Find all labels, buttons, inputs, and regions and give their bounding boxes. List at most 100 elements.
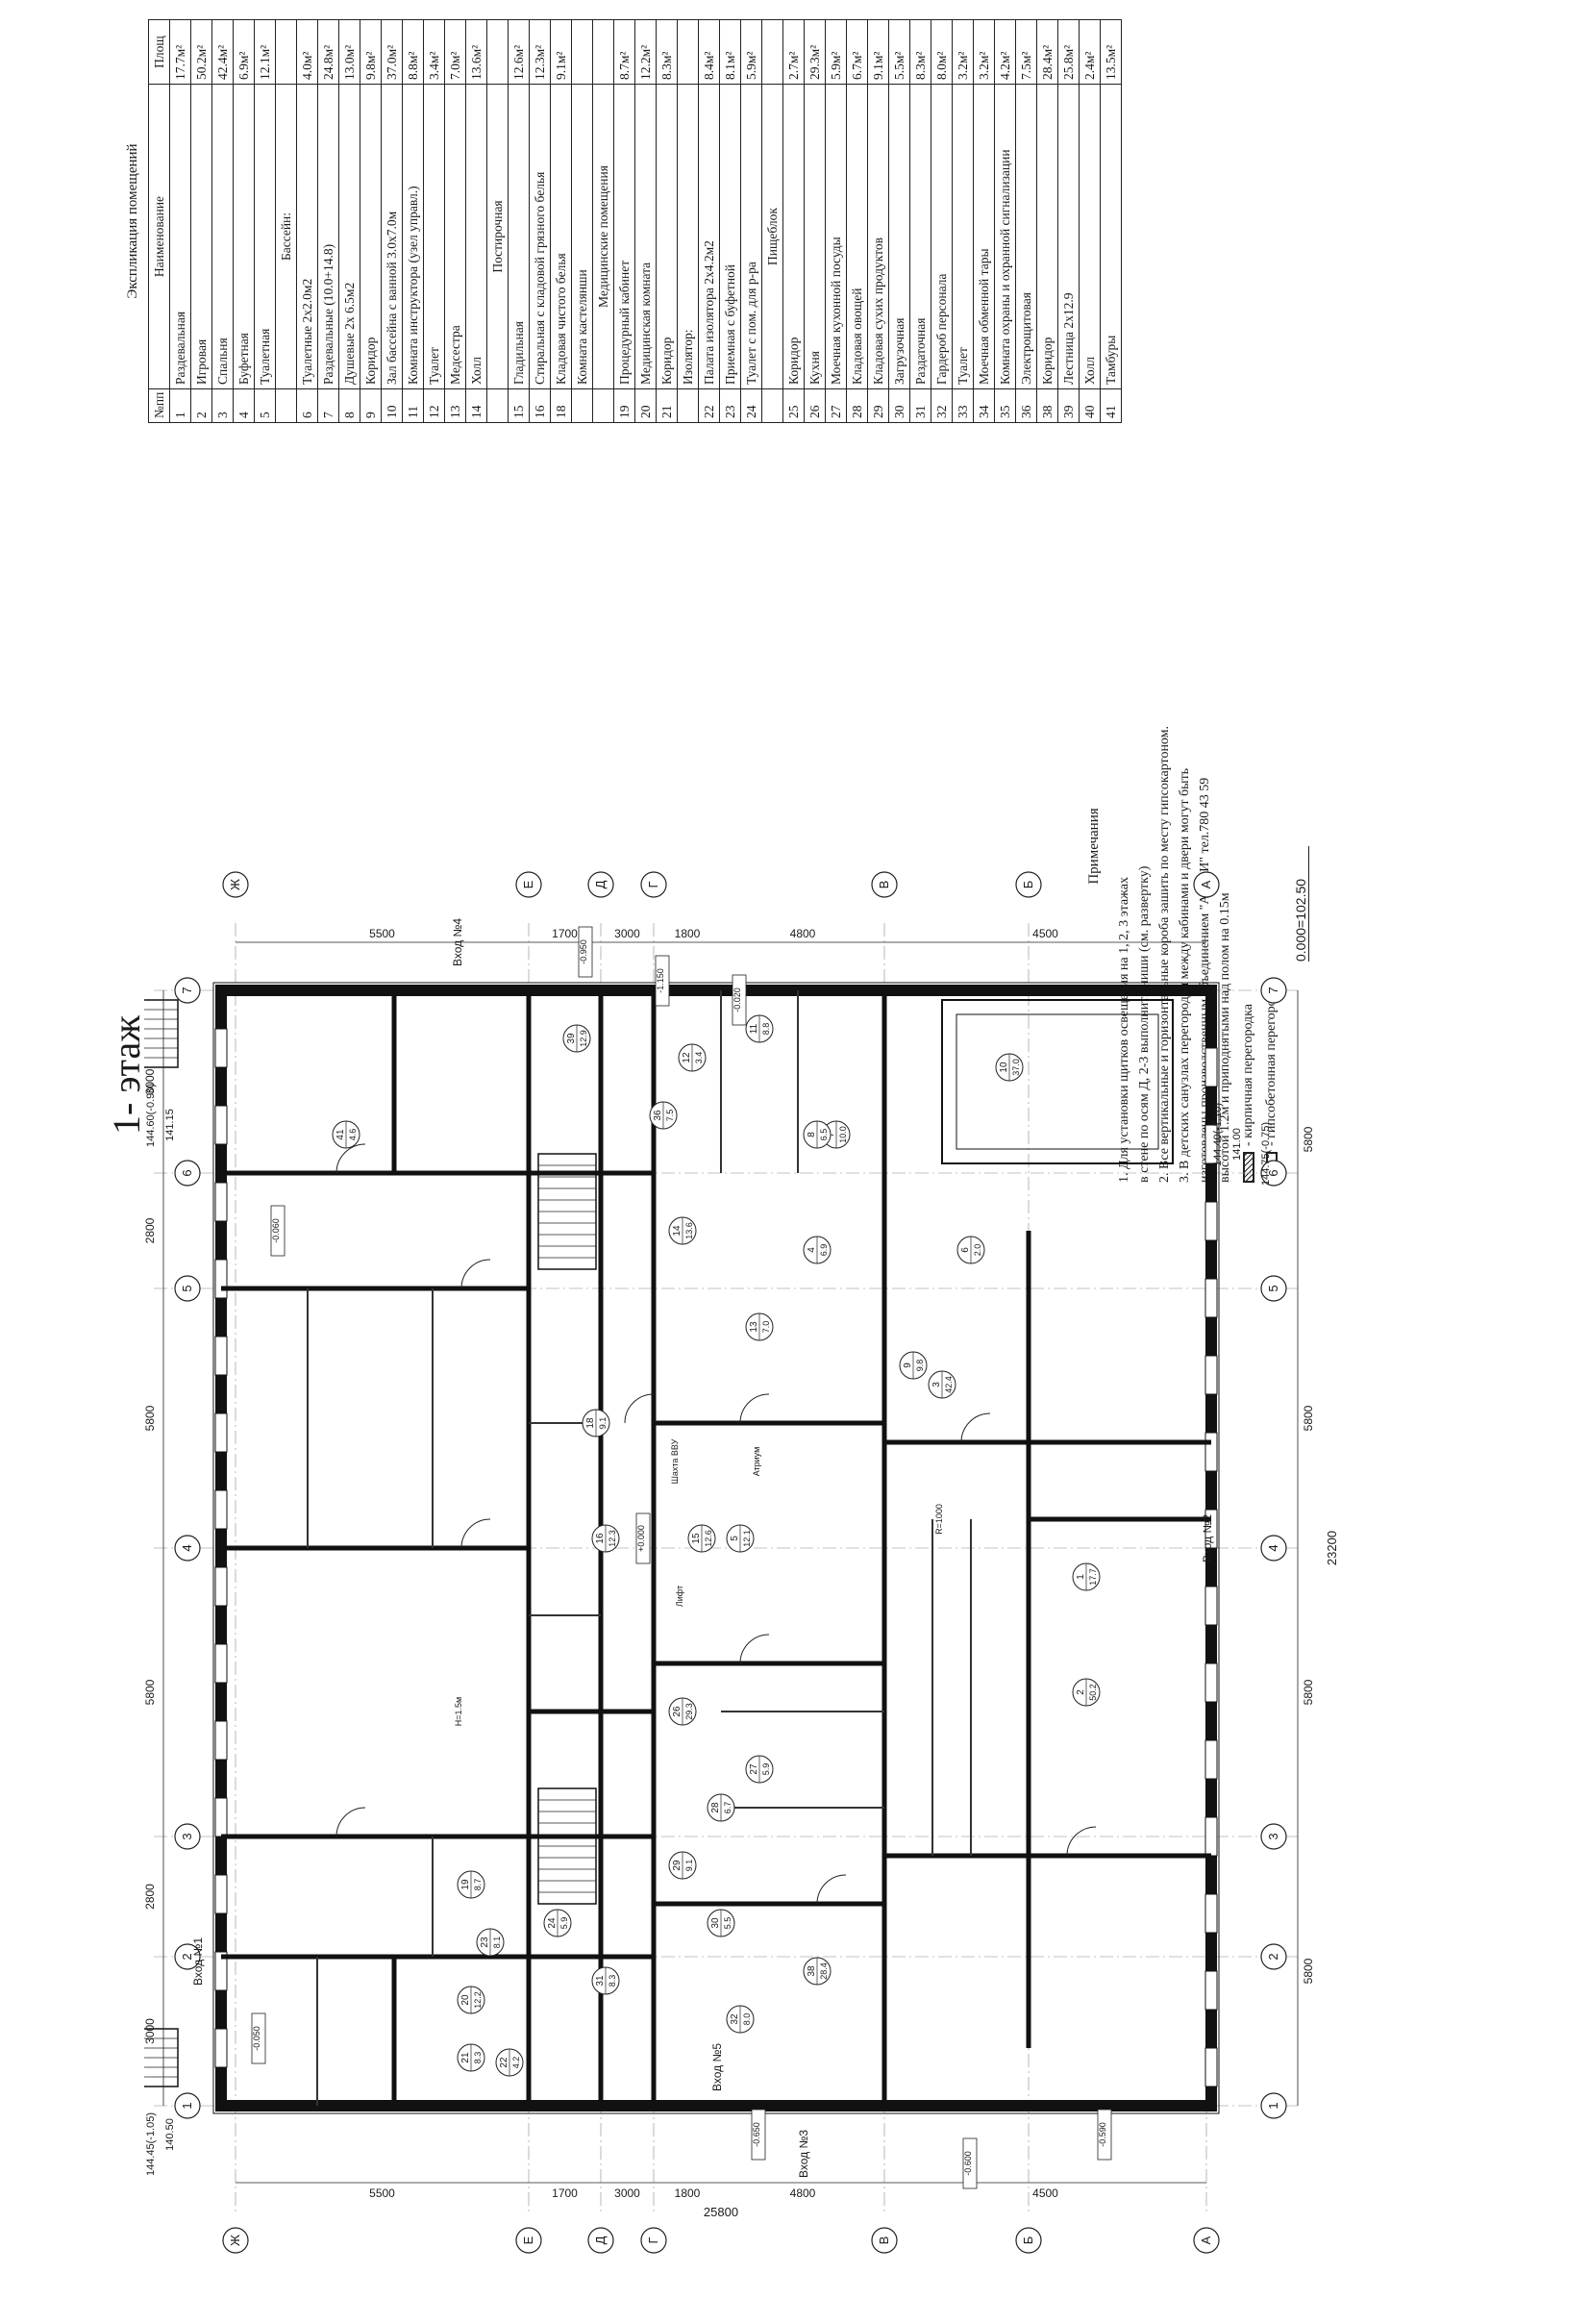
plan-annotation: Лифт (675, 1586, 684, 1607)
room-number: 41 (335, 1129, 346, 1140)
explication-cell-name: Коридор (360, 84, 382, 389)
room-area: 9.1 (598, 1417, 608, 1430)
room-area: 13.6 (684, 1222, 694, 1239)
header-name: Наименование (148, 84, 170, 389)
header-num: №пп (148, 388, 170, 423)
door-swing (816, 1874, 847, 1905)
room-number: 21 (460, 2052, 471, 2063)
room-area: 8.0 (742, 2013, 752, 2026)
room-number: 12 (682, 1052, 692, 1063)
explication-cell-name: Медицинская комната (634, 84, 657, 389)
room-number: 22 (499, 2057, 509, 2068)
explication-cell-area: 5.9м² (740, 19, 762, 85)
explication-cell-area (677, 19, 699, 85)
explication-cell-area: 12.2м² (634, 19, 657, 85)
explication-cell-area (592, 19, 614, 85)
level-box (962, 2137, 978, 2189)
level-box (751, 2109, 766, 2161)
explication-row: Постирочная (486, 19, 509, 423)
window (214, 1489, 228, 1530)
window (214, 1874, 228, 1914)
level-mark: -0.590 (1098, 2122, 1107, 2147)
explication-cell-area: 9.8м² (360, 19, 382, 85)
explication-cell-name: Гардероб персонала (931, 84, 953, 389)
explication-cell-num: 39 (1057, 388, 1080, 423)
dimension-right: 4800 (790, 927, 816, 940)
room-area: 2.0 (973, 1244, 982, 1257)
dimension-left: 5500 (369, 2187, 395, 2200)
axis-bubble-number (1260, 2092, 1287, 2119)
explication-cell-area: 6.7м² (846, 19, 868, 85)
explication-cell-name: Кладовая сухих продуктов (867, 84, 889, 389)
explication-cell-num: 40 (1079, 388, 1101, 423)
axis-label-number: 7 (180, 987, 194, 993)
explication-cell-name: Туалетные 2х2.0м2 (296, 84, 318, 389)
dimension-right: 1800 (675, 927, 701, 940)
room-area: 12.3 (608, 1530, 617, 1547)
room-number: 28 (710, 1802, 721, 1813)
explication-cell-num: 30 (888, 388, 910, 423)
level-box (655, 955, 670, 1007)
room-number: 27 (749, 1763, 759, 1775)
dimension-total: 23200 (1325, 1531, 1339, 1565)
axis-bubble-letter (640, 2227, 667, 2254)
room-number: 4 (807, 1247, 817, 1253)
door-swing (460, 1259, 491, 1289)
room-area: 7.5 (665, 1110, 675, 1122)
dimension-left-total: 25800 (704, 2205, 738, 2219)
window (1204, 1201, 1218, 1241)
explication-cell-num: 38 (1036, 388, 1058, 423)
explication-cell-num: 21 (656, 388, 678, 423)
level-mark: +0.000 (636, 1525, 646, 1552)
door-swing (335, 1143, 366, 1174)
level-mark: -0.950 (579, 939, 588, 964)
explication-cell-area (761, 19, 783, 85)
explication-cell-area: 3.2м² (973, 19, 995, 85)
explication-cell-area: 8.7м² (613, 19, 635, 85)
explication-cell-area: 8.0м² (931, 19, 953, 85)
explication-cell-num: 13 (444, 388, 466, 423)
room-number: 15 (691, 1533, 702, 1544)
room-area: 5.9 (761, 1763, 771, 1776)
explication-cell-num: 29 (867, 388, 889, 423)
explication-cell-num: 7 (317, 388, 339, 423)
explication-cell-area: 2.7м² (782, 19, 805, 85)
explication-cell-num (592, 388, 614, 423)
dimension-left: 4500 (1032, 2187, 1058, 2200)
explication-cell-num (761, 388, 783, 423)
plan-annotation: Атриум (752, 1447, 761, 1477)
explication-cell-area: 3.2м² (952, 19, 974, 85)
explication-cell-area: 9.1м² (550, 19, 572, 85)
room-area: 8.3 (608, 1975, 617, 1987)
axis-bubble-letter (222, 2227, 249, 2254)
axis-bubble-letter (640, 871, 667, 898)
explication-cell-num: 25 (782, 388, 805, 423)
explication-cell-num: 12 (423, 388, 445, 423)
axis-bubble-number (174, 2092, 201, 2119)
room-number: 31 (595, 1975, 606, 1987)
explication-cell-area: 8.8м² (402, 19, 424, 85)
explication-cell-num: 34 (973, 388, 995, 423)
axis-bubble-number (174, 1160, 201, 1187)
axis-bubble-letter (871, 871, 898, 898)
explication-cell-num: 23 (719, 388, 741, 423)
entrance-steps (144, 999, 179, 1068)
room-area: 28.4 (819, 1962, 829, 1980)
explication-cell-area: 8.3м² (909, 19, 931, 85)
axis-bubble-letter (587, 2227, 614, 2254)
explication-cell-area: 5.5м² (888, 19, 910, 85)
window (1204, 1047, 1218, 1087)
explication-cell-area: 8.3м² (656, 19, 678, 85)
axis-bubble-number (1260, 977, 1287, 1004)
level-mark: -0.050 (252, 2026, 261, 2051)
dimension-left: 3000 (614, 2187, 640, 2200)
window (214, 1412, 228, 1453)
axis-bubble-letter (1015, 2227, 1042, 2254)
explication-cell-name: Процедурный кабинет (613, 84, 635, 389)
